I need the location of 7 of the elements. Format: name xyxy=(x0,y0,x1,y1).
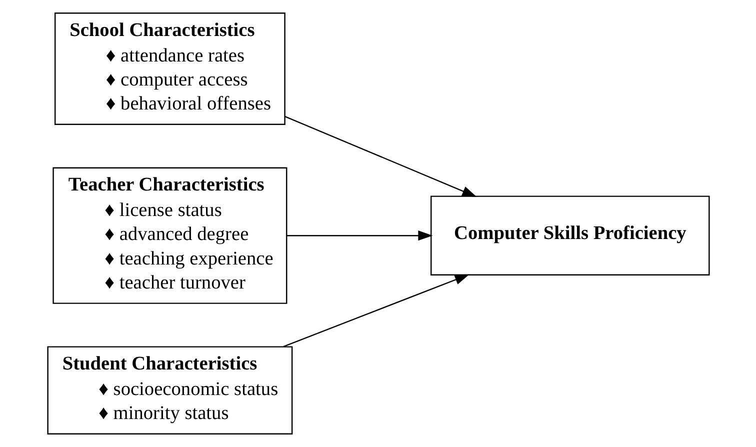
arrow xyxy=(282,274,469,348)
node-box: Student Characteristics ♦ socioeconomic status ♦ minority status xyxy=(46,346,292,434)
node-box: Computer Skills Proficiency xyxy=(430,196,710,276)
arrow xyxy=(284,116,476,197)
arrow xyxy=(286,230,432,241)
node-box: School Characteristics ♦ attendance rates ♦ computer access ♦ behavioral offenses xyxy=(54,12,285,125)
node-box: Teacher Characteristics ♦ license status ♦ advanced degree ♦ teaching experience ♦ teacher turnover xyxy=(52,167,287,304)
